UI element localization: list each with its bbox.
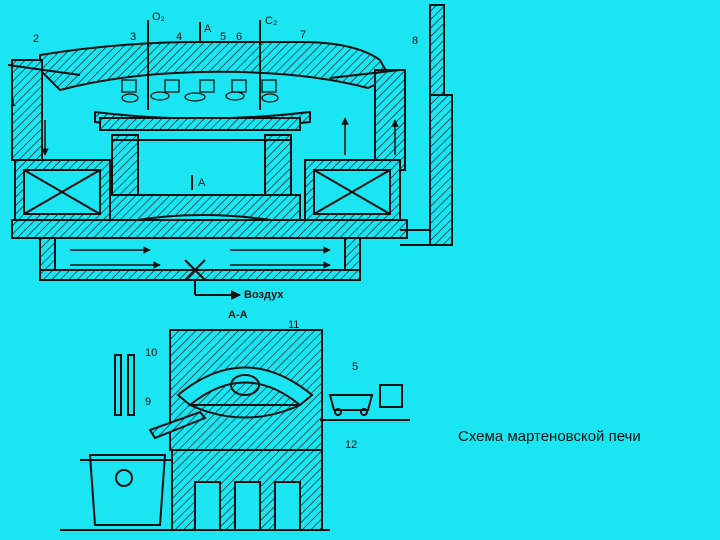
right-head-wall <box>374 69 406 171</box>
charging-machine <box>379 384 403 408</box>
label-6: 6 <box>236 31 242 43</box>
label-a-top: A <box>204 23 212 35</box>
label-4: 4 <box>176 31 182 43</box>
furnace-roof <box>39 41 392 92</box>
label-10: 10 <box>145 347 157 359</box>
label-9: 9 <box>145 396 151 408</box>
label-12: 12 <box>345 439 357 451</box>
label-1: 1 <box>10 97 16 109</box>
label-air: Воздух <box>244 289 284 301</box>
label-8: 8 <box>412 35 418 47</box>
cross-section-vault <box>176 366 314 407</box>
label-5: 5 <box>220 31 226 43</box>
label-section: А-А <box>228 309 248 321</box>
charge <box>121 79 279 103</box>
chimney <box>429 4 445 96</box>
ladle-crane-right <box>127 354 135 416</box>
diagram-labels: 1 2 3 4 5 6 7 8 9 10 11 12 5 O₂ C₂ A A А… <box>10 11 418 451</box>
label-c2: C₂ <box>265 15 277 27</box>
label-5-cross: 5 <box>352 361 358 373</box>
label-a-mid: A <box>198 177 206 189</box>
ladle <box>88 454 167 526</box>
label-2: 2 <box>33 33 39 45</box>
right-support <box>264 134 292 196</box>
furnace-cross-section <box>60 329 410 531</box>
label-o2: O₂ <box>152 11 165 23</box>
hearth <box>99 117 301 131</box>
tapping-spout <box>148 410 207 440</box>
ladle-crane-left <box>114 354 122 416</box>
left-head-wall <box>11 59 43 161</box>
label-7: 7 <box>300 29 306 41</box>
slide-caption: Схема мартеновской печи <box>458 428 641 445</box>
furnace-longitudinal-section <box>7 4 453 300</box>
label-11: 11 <box>288 319 299 331</box>
air-valve <box>184 259 241 300</box>
label-3: 3 <box>130 31 136 43</box>
left-support <box>111 134 139 196</box>
